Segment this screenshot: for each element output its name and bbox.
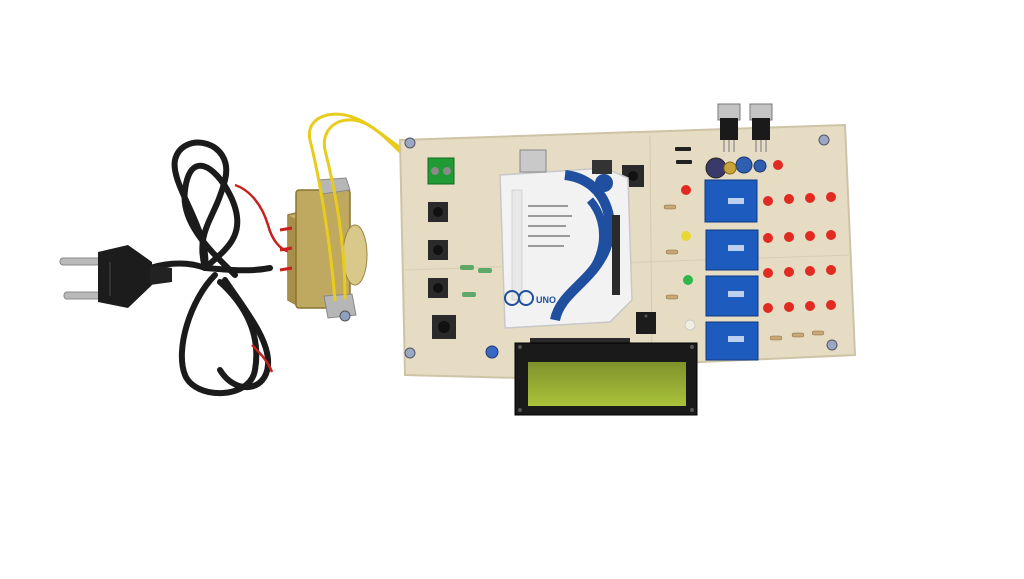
resistors-right	[663, 204, 825, 341]
diodes	[675, 147, 692, 164]
potentiometer	[485, 345, 499, 359]
lcd-display	[514, 338, 698, 416]
arduino-board: UNO	[499, 149, 633, 329]
arduino-logo: UNO	[504, 290, 556, 306]
led-array	[763, 160, 836, 313]
transformer	[279, 177, 368, 322]
arduino-logo-text: UNO	[536, 295, 556, 305]
screw-terminal	[427, 157, 455, 185]
voltage-regulators	[717, 103, 773, 152]
indicator-leds	[681, 185, 696, 331]
relays	[704, 179, 759, 361]
resistors-left	[460, 265, 492, 297]
yellow-wires	[307, 112, 434, 302]
ic-chip	[636, 312, 656, 334]
power-plug	[59, 245, 172, 308]
capacitors	[705, 156, 767, 179]
